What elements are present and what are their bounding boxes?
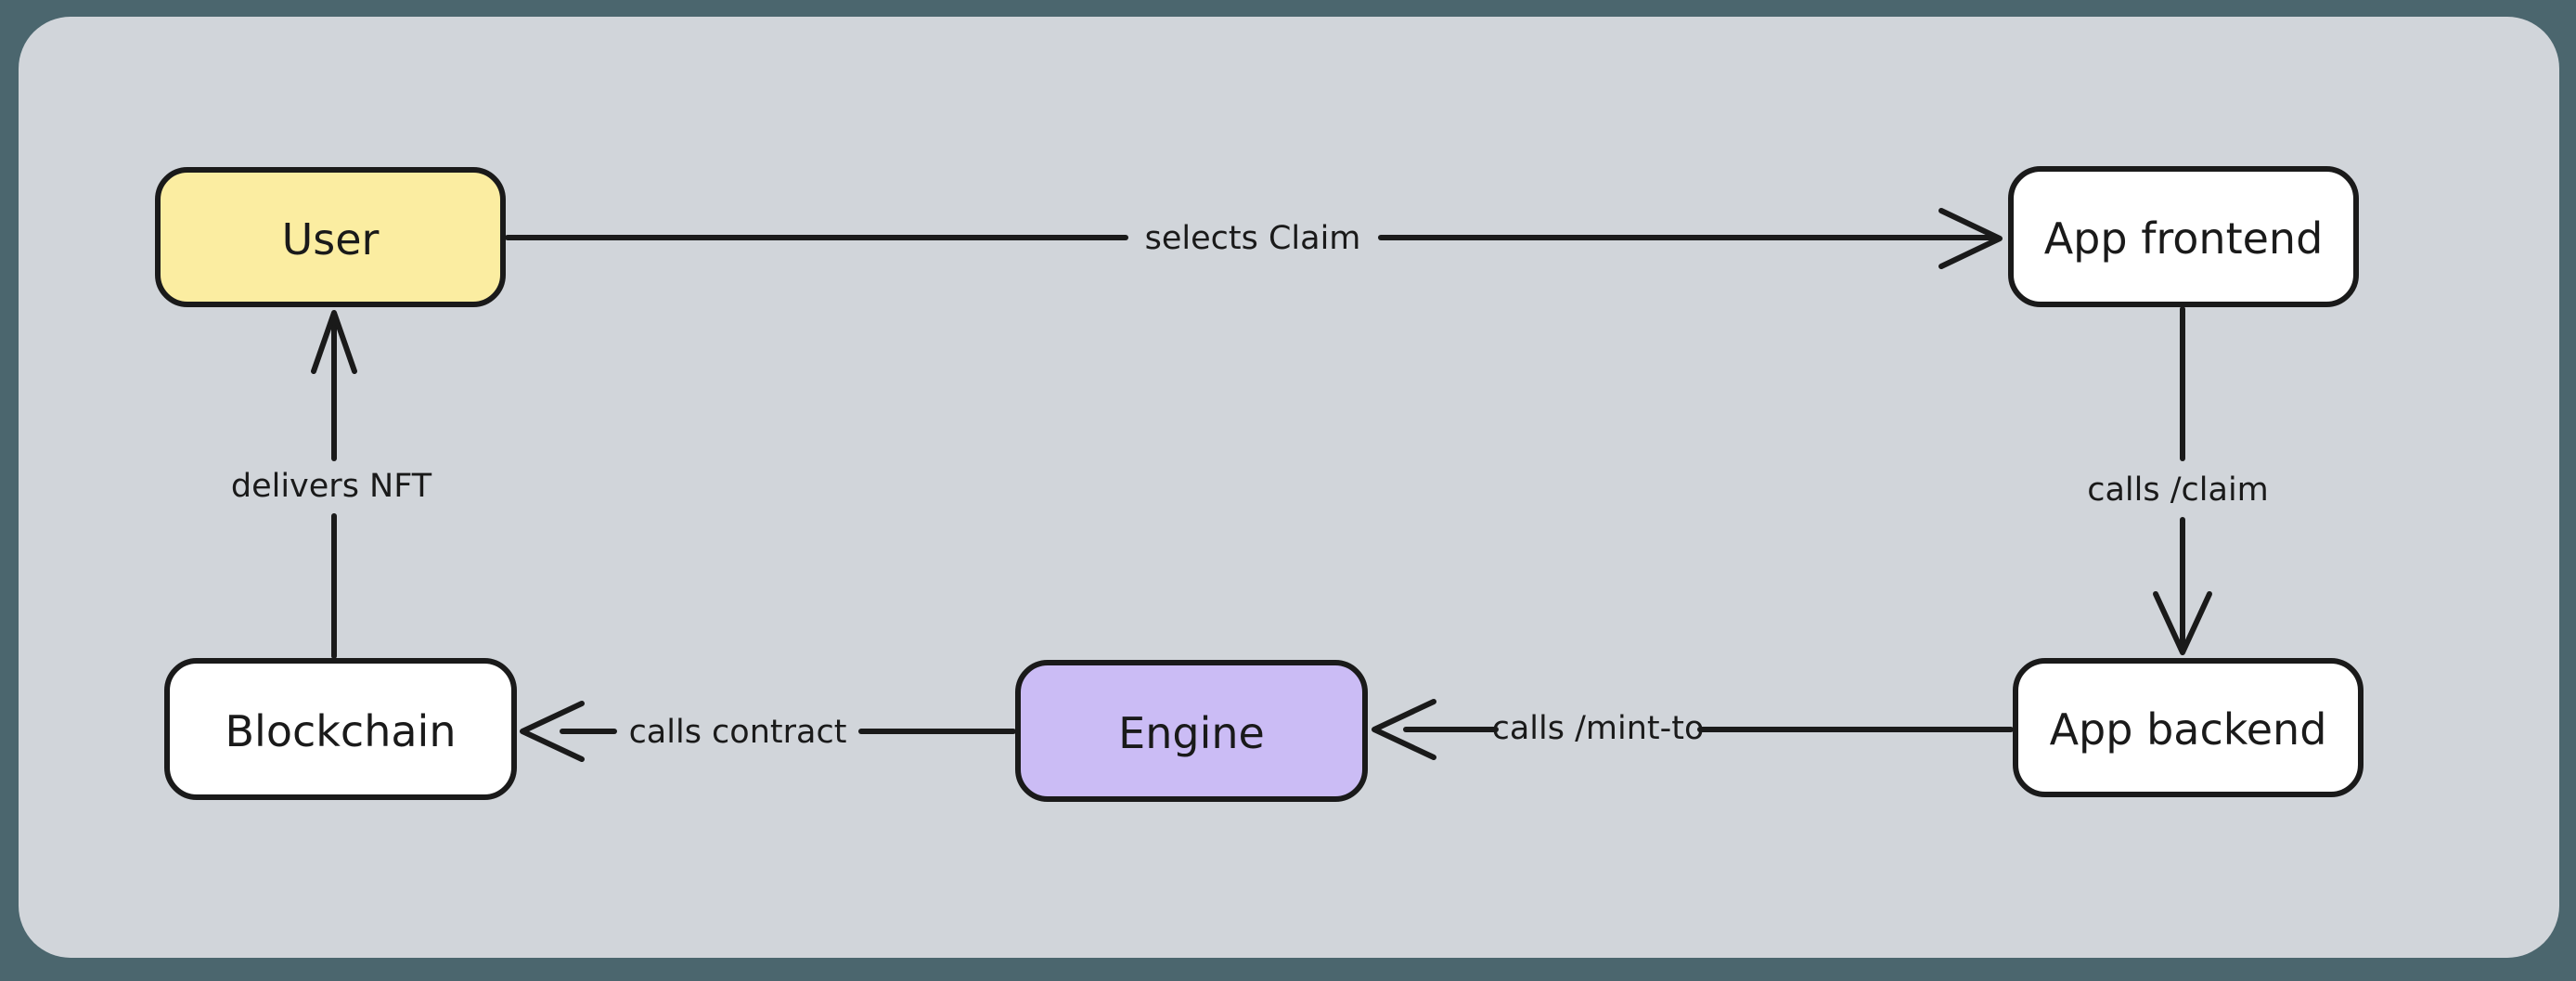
arrowhead-left-icon <box>1372 699 1436 760</box>
diagram-canvas <box>19 17 2559 958</box>
node-box <box>2013 658 2363 797</box>
node-box <box>2008 166 2359 307</box>
edge-engine-to-blockchain: calls contract <box>520 701 1016 762</box>
node-box <box>155 167 506 307</box>
node-box <box>1015 660 1368 802</box>
node-app-backend: App backend <box>2013 658 2363 797</box>
node-blockchain: Blockchain <box>164 658 517 800</box>
edge-frontend-to-backend: calls /claim <box>2087 306 2269 655</box>
edge-label: calls /claim <box>2087 471 2269 509</box>
edge-label: delivers NFT <box>231 468 432 505</box>
arrowhead-right-icon <box>1938 208 2003 269</box>
node-label: Blockchain <box>225 706 457 756</box>
edge-label: calls contract <box>629 714 847 751</box>
node-user: User <box>155 167 506 307</box>
node-label: App backend <box>2050 704 2327 755</box>
arrowhead-down-icon <box>2153 591 2212 655</box>
node-label: App frontend <box>2044 213 2324 264</box>
arrowhead-up-icon <box>311 310 357 374</box>
edge-blockchain-to-user: delivers NFT <box>231 310 432 659</box>
node-app-frontend: App frontend <box>2008 166 2359 307</box>
node-label: User <box>282 214 380 265</box>
edge-label: calls /mint-to <box>1492 710 1705 747</box>
arrowhead-left-icon <box>520 701 585 762</box>
edge-label: selects Claim <box>1145 220 1361 257</box>
node-label: Engine <box>1118 708 1265 758</box>
node-engine: Engine <box>1015 660 1368 802</box>
node-box <box>164 658 517 800</box>
edge-user-to-frontend: selects Claim <box>505 208 2003 269</box>
edge-backend-to-engine: calls /mint-to <box>1372 699 2014 760</box>
